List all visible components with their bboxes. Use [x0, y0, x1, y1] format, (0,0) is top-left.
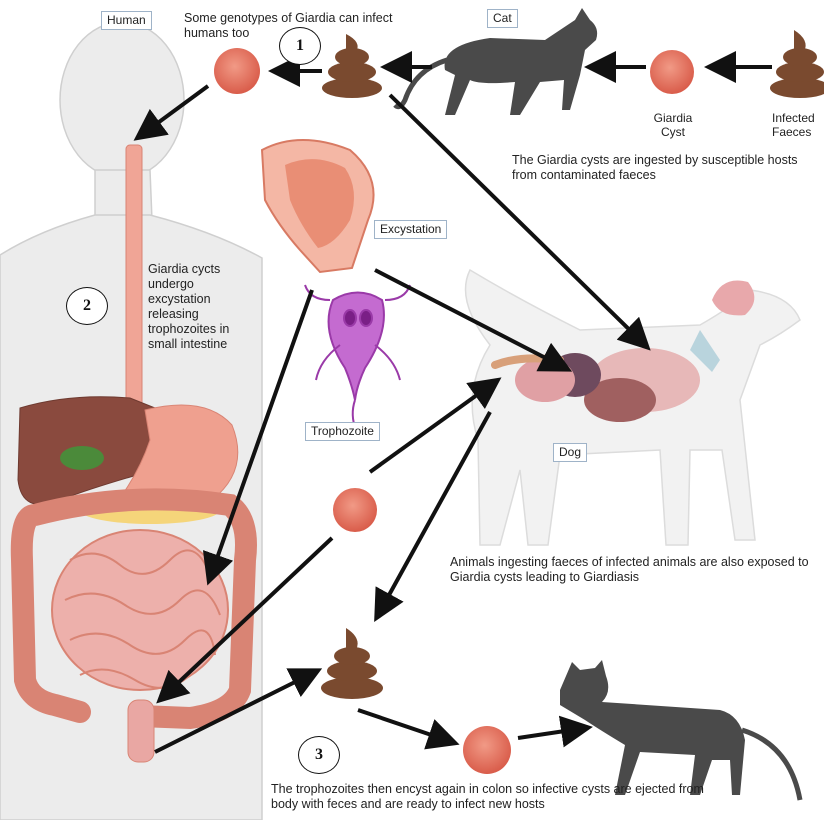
cyst-cat-top: [650, 50, 694, 94]
cyst-bottom: [463, 726, 511, 774]
caption-encyst: The trophozoites then encyst again in co…: [271, 782, 721, 812]
label-giardia-cyst: Giardia Cyst: [646, 111, 700, 139]
label-cat: Cat: [487, 9, 518, 28]
caption-genotypes: Some genotypes of Giardia can infect hum…: [184, 11, 424, 41]
label-excystation: Excystation: [374, 220, 447, 239]
label-trophozoite: Trophozoite: [305, 422, 380, 441]
trophozoite: [305, 285, 410, 430]
step-2-badge: 2: [66, 287, 108, 325]
label-human: Human: [101, 11, 152, 30]
cyst-human-top: [214, 48, 260, 94]
faeces-top-left: [322, 34, 382, 98]
excystation-cyst: [262, 140, 374, 272]
step-3-badge: 3: [298, 736, 340, 774]
label-infected-faeces: Infected Faeces: [772, 111, 824, 139]
faeces-bottom: [321, 628, 383, 699]
rectum: [128, 700, 154, 762]
small-intestine: [52, 530, 228, 690]
esophagus: [126, 145, 142, 415]
faeces-top-right: [770, 30, 824, 98]
cyst-middle: [333, 488, 377, 532]
label-dog: Dog: [553, 443, 587, 462]
caption-excystation-note: Giardia cycts undergo excystation releas…: [148, 262, 258, 352]
gallbladder: [60, 446, 104, 470]
caption-ingested: The Giardia cysts are ingested by suscep…: [512, 153, 822, 183]
dog: [466, 270, 801, 545]
caption-animals: Animals ingesting faeces of infected ani…: [450, 555, 815, 585]
cat-bottom: [560, 660, 800, 800]
